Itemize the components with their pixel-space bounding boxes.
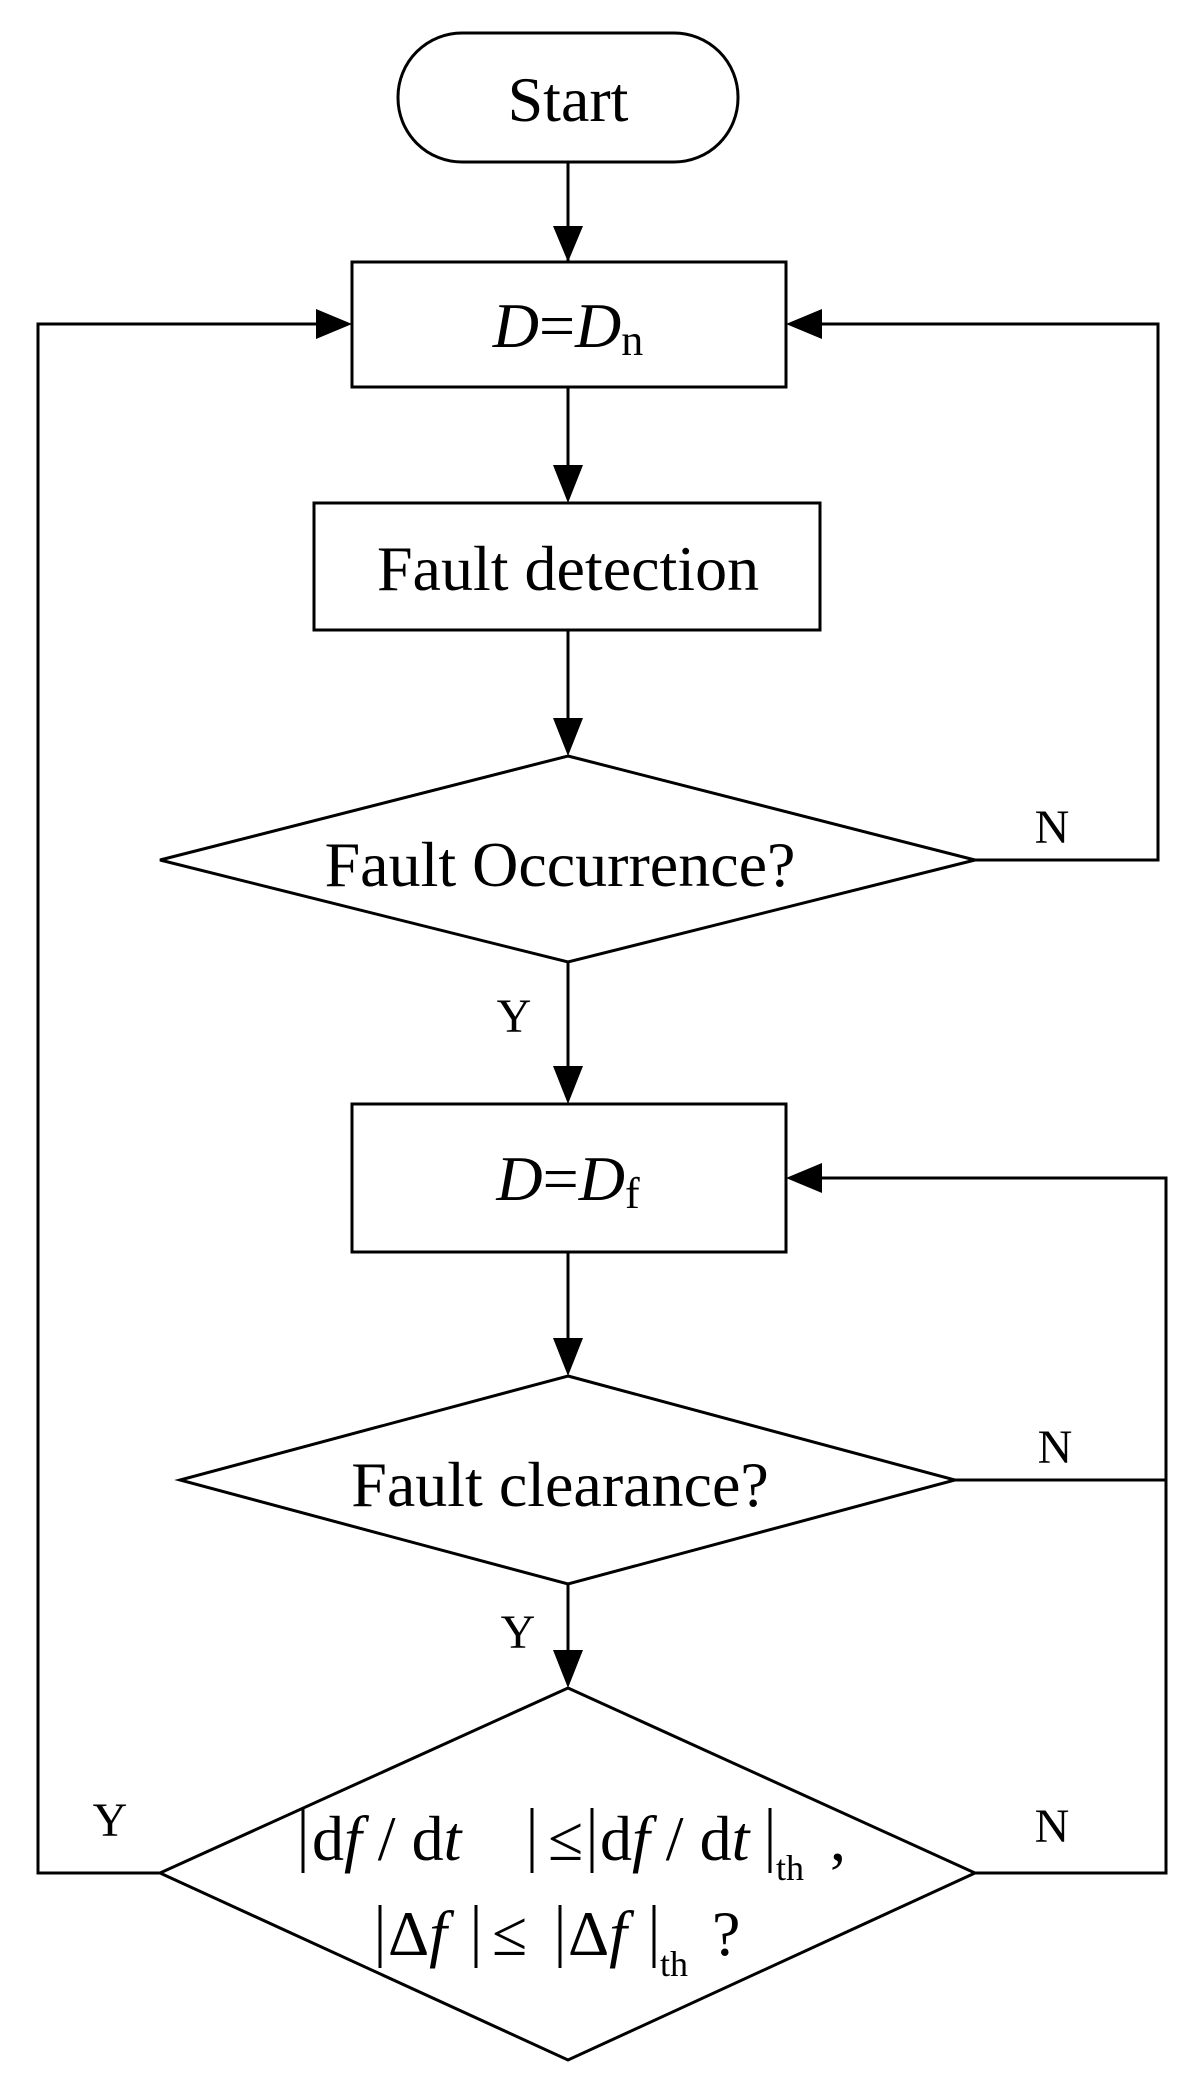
arrowhead-clearance-yes bbox=[553, 1650, 583, 1688]
fault-clearance-no-label: N bbox=[1038, 1421, 1073, 1474]
arrowhead-occurrence-yes bbox=[553, 1066, 583, 1104]
svg-text:df / dt: df / dt bbox=[312, 1803, 464, 1874]
svg-text:df / dt: df / dt bbox=[600, 1803, 752, 1874]
state-fault-formula: D=Df bbox=[495, 1143, 640, 1218]
fault-detection-box: Fault detection bbox=[312, 501, 822, 632]
svg-text:th: th bbox=[776, 1848, 804, 1888]
svg-text:?: ? bbox=[712, 1898, 740, 1969]
fault-occurrence-yes-label: Y bbox=[497, 990, 532, 1043]
connectors bbox=[36, 162, 1168, 1875]
loop-threshold-no bbox=[820, 1176, 1168, 1875]
threshold-no-label: N bbox=[1035, 1800, 1070, 1853]
state-normal-formula: D=Dn bbox=[492, 290, 644, 365]
svg-text:≤: ≤ bbox=[548, 1803, 583, 1874]
svg-text:Δf: Δf bbox=[568, 1898, 635, 1969]
fault-occurrence-label: Fault Occurrence? bbox=[325, 829, 796, 900]
arrowhead-occurrence-no bbox=[786, 309, 822, 339]
loop-threshold-yes bbox=[36, 322, 318, 1875]
arrowhead-fault-to-clearance bbox=[553, 1338, 583, 1376]
fault-clearance-decision: Fault clearance? bbox=[174, 1374, 961, 1586]
fault-occurrence-no-label: N bbox=[1035, 801, 1070, 854]
fault-clearance-label: Fault clearance? bbox=[351, 1449, 769, 1520]
svg-text:Δf: Δf bbox=[388, 1898, 455, 1969]
arrowhead-normal-to-detection bbox=[553, 465, 583, 503]
threshold-decision: df / dt ≤ df / dt th , Δf ≤ Δf th ? bbox=[156, 1686, 979, 2062]
loop-occurrence-no bbox=[820, 322, 1160, 862]
svg-text:,: , bbox=[830, 1803, 846, 1874]
fault-detection-label: Fault detection bbox=[377, 533, 759, 604]
threshold-line-2: Δf ≤ Δf th ? bbox=[378, 1898, 740, 1984]
state-fault-box: D=Df bbox=[350, 1102, 788, 1254]
fault-clearance-yes-label: Y bbox=[501, 1606, 536, 1659]
state-normal-box: D=Dn bbox=[350, 260, 788, 389]
fault-occurrence-decision: Fault Occurrence? bbox=[159, 754, 976, 964]
arrowhead-fault-return bbox=[786, 1163, 822, 1193]
arrowhead-start-to-normal bbox=[553, 226, 583, 262]
threshold-line-1: df / dt ≤ df / dt th , bbox=[301, 1803, 846, 1888]
arrowhead-detection-to-occurrence bbox=[553, 718, 583, 756]
start-terminator: Start bbox=[396, 31, 740, 164]
start-label: Start bbox=[508, 64, 629, 135]
svg-text:≤: ≤ bbox=[492, 1898, 527, 1969]
svg-text:th: th bbox=[660, 1944, 688, 1984]
arrowhead-threshold-yes bbox=[316, 309, 352, 339]
threshold-yes-label: Y bbox=[93, 1794, 128, 1847]
